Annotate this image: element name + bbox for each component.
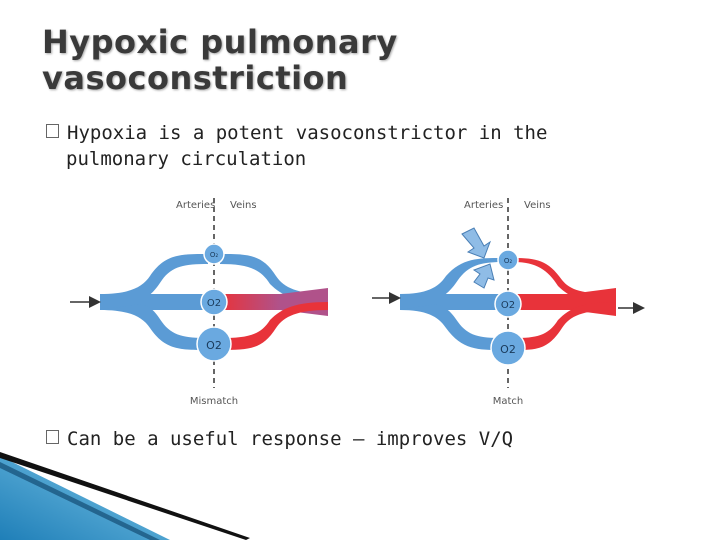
slide-title: Hypoxic pulmonary vasoconstriction	[42, 24, 398, 96]
o2-node-small-label: O₂	[210, 251, 219, 259]
checkbox-square-icon	[46, 124, 59, 138]
checkbox-square-icon	[46, 430, 59, 444]
slide-title-line2: vasoconstriction	[42, 60, 398, 96]
corner-blue-wedge	[0, 456, 170, 540]
bullet-hypoxia: Hypoxia is a potent vasoconstrictor in t…	[46, 120, 606, 172]
constriction-arrow-top	[462, 228, 490, 258]
veins-label: Veins	[230, 200, 257, 211]
o2-node-medium-label: O2	[207, 298, 221, 309]
o2-node-large-label: O2	[206, 339, 222, 352]
artery-top-branch	[100, 254, 208, 300]
mismatch-panel: Arteries Veins O₂ O2 O2 Mismatch	[70, 198, 328, 407]
o2-node-small-label: O₂	[504, 257, 513, 265]
o2-node-large-label: O2	[500, 343, 516, 356]
match-panel: Arteries Veins O₂ O2 O2 Match	[372, 198, 642, 407]
vasoconstriction-diagram: Arteries Veins O₂ O2 O2 Mismatch Arterie…	[70, 188, 650, 410]
mismatch-caption: Mismatch	[190, 396, 238, 407]
bullet-useful-response: Can be a useful response – improves V/Q	[46, 426, 513, 452]
artery-bottom-branch	[100, 304, 208, 350]
corner-decoration	[0, 450, 260, 540]
bullet-useful-response-text: Can be a useful response – improves V/Q	[67, 428, 513, 450]
artery-bottom-branch	[400, 304, 502, 350]
arteries-label: Arteries	[464, 200, 503, 211]
match-caption: Match	[493, 396, 524, 407]
veins-label: Veins	[524, 200, 551, 211]
o2-node-medium-label: O2	[501, 300, 515, 311]
vein-middle-branch-mixed	[220, 288, 328, 316]
vein-middle-branch-red	[514, 288, 616, 316]
bullet-hypoxia-line1: Hypoxia is a potent vasoconstrictor in t…	[67, 122, 547, 144]
constriction-arrow-bottom	[474, 264, 494, 288]
bullet-hypoxia-line2: pulmonary circulation	[46, 146, 606, 172]
arteries-label: Arteries	[176, 200, 215, 211]
slide-title-line1: Hypoxic pulmonary	[42, 24, 398, 60]
